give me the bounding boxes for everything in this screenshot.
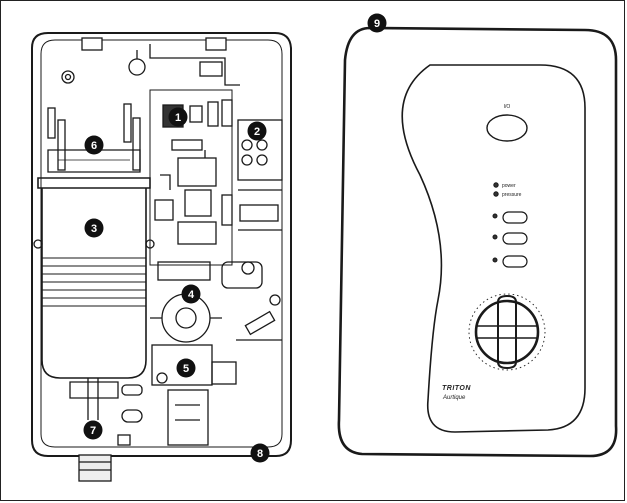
callout-2: 2 (247, 121, 267, 141)
callout-9: 9 (367, 13, 387, 33)
indicator-pressure-label: pressure (502, 192, 522, 198)
brand-logo: TRITON (442, 385, 471, 392)
callout-3-label: 3 (91, 223, 97, 235)
model-name: Aurtique (442, 395, 466, 401)
callout-1: 1 (168, 107, 188, 127)
callout-4-label: 4 (188, 289, 195, 301)
callout-4: 4 (181, 284, 201, 304)
power-button[interactable] (486, 114, 528, 142)
shower-front-cover (337, 26, 618, 458)
callout-2-label: 2 (254, 126, 260, 138)
callout-1-label: 1 (175, 112, 181, 124)
callout-6: 6 (84, 135, 104, 155)
callout-5-label: 5 (183, 363, 189, 375)
callout-9-label: 9 (374, 18, 380, 30)
power-button-label: I/O (504, 104, 511, 110)
callout-7: 7 (83, 420, 103, 440)
indicator-power-label: power (502, 183, 516, 189)
callout-8-label: 8 (257, 448, 263, 460)
callout-6-label: 6 (91, 140, 97, 152)
callout-8: 8 (250, 443, 270, 463)
shower-internal-unit (31, 32, 292, 482)
temperature-dial[interactable] (474, 299, 540, 365)
callout-5: 5 (176, 358, 196, 378)
callout-7-label: 7 (90, 425, 96, 437)
callout-3: 3 (84, 218, 104, 238)
